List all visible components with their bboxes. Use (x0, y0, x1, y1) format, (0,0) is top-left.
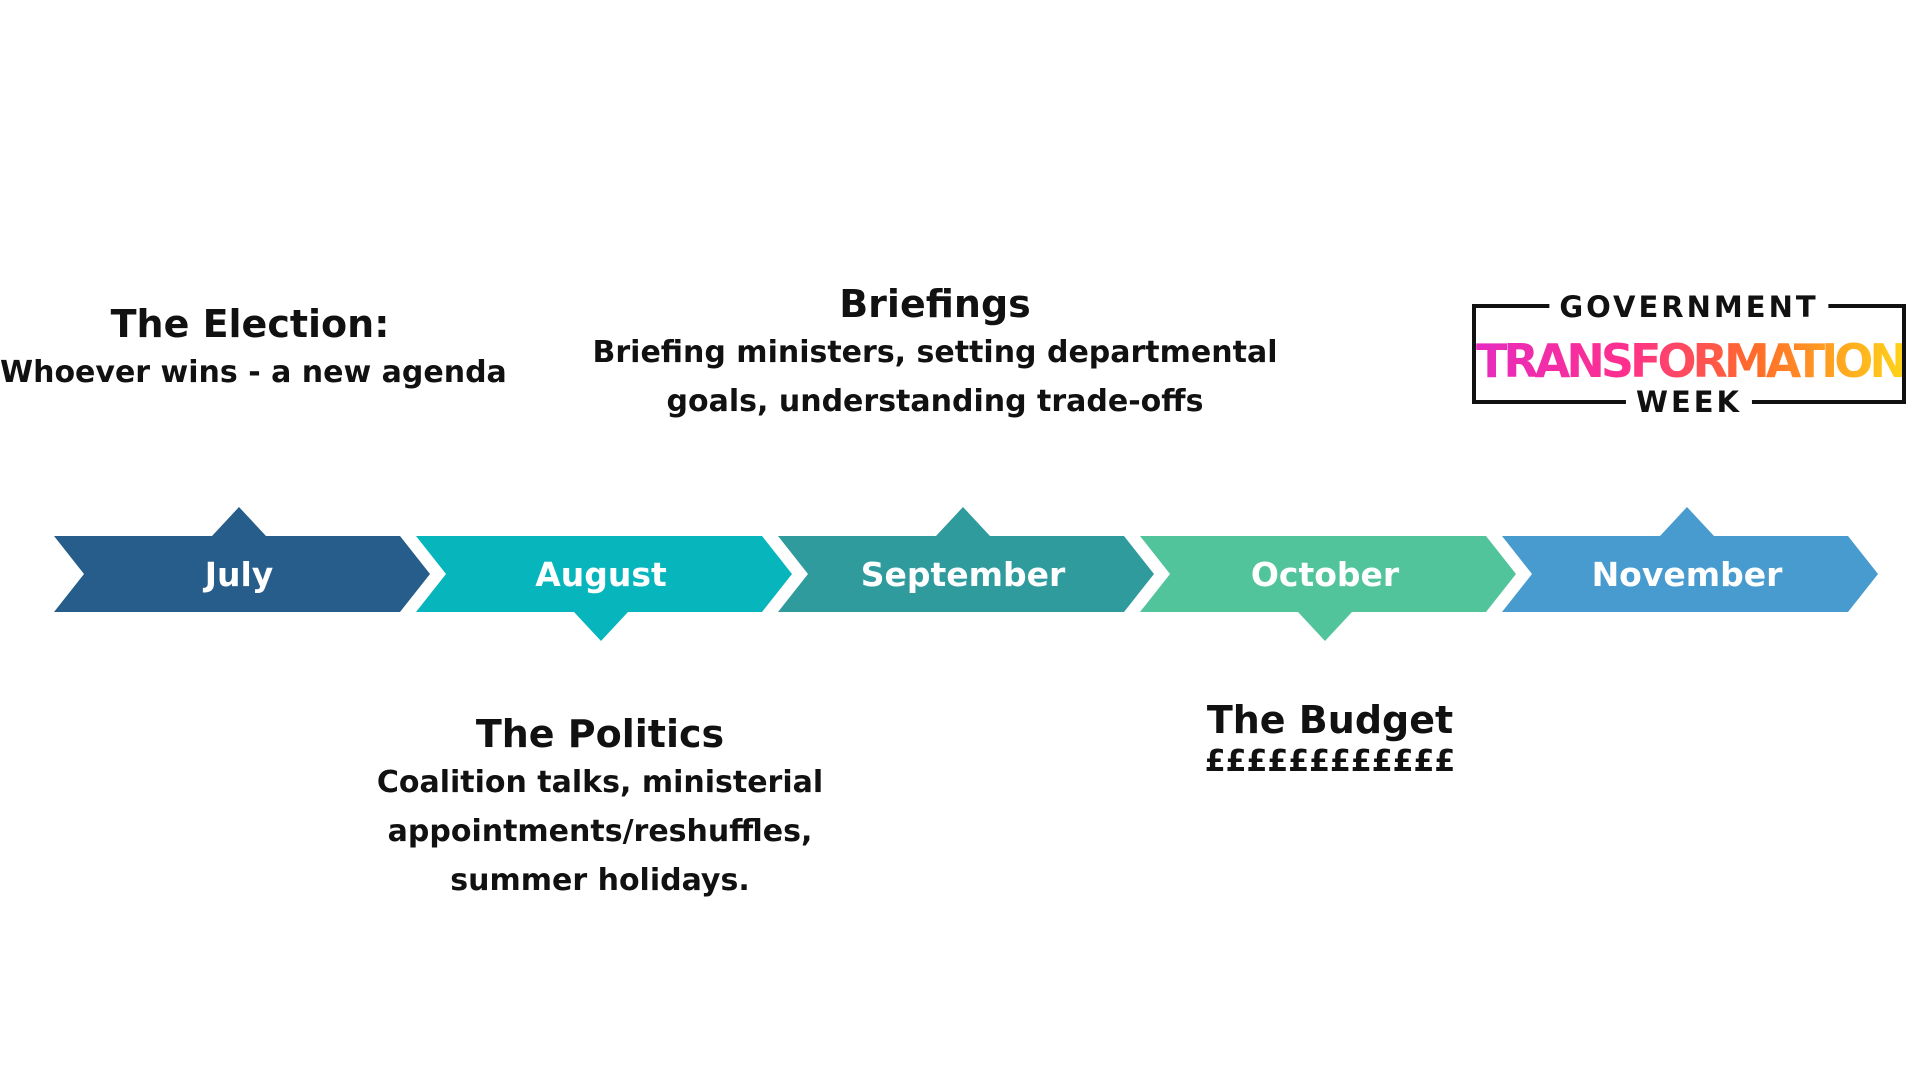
month-arrow-november (1502, 507, 1878, 612)
month-arrow-august (416, 536, 792, 641)
month-label-july: July (203, 555, 274, 594)
annotation-election: The Election: Whoever wins - a new agend… (0, 302, 507, 397)
month-arrow-july (54, 507, 430, 612)
government-transformation-week-logo: GOVERNMENT TRANSFORMATION WEEK (1472, 292, 1908, 417)
month-arrow-september (778, 507, 1154, 612)
annotation-line: Whoever wins - a new agenda (0, 354, 507, 390)
month-label-august: August (535, 555, 667, 594)
annotation-line: ££££££££££££ (1204, 743, 1456, 779)
annotation-line: appointments/reshuffles, (387, 813, 813, 849)
annotation-politics: The Politics Coalition talks, ministeria… (330, 712, 870, 905)
annotation-title: Briefings (839, 282, 1031, 326)
logo-bottom-text: WEEK (1625, 387, 1753, 417)
annotation-line: summer holidays. (450, 862, 750, 898)
month-label-november: November (1592, 555, 1784, 594)
month-label-september: September (861, 555, 1066, 594)
annotation-line: goals, understanding trade-offs (666, 383, 1204, 419)
annotation-line: Briefing ministers, setting departmental (592, 334, 1278, 370)
annotation-title: The Budget (1206, 698, 1454, 742)
annotation-line: Coalition talks, ministerial (376, 764, 824, 800)
month-arrow-october (1140, 536, 1516, 641)
annotation-title: The Politics (475, 712, 725, 756)
logo-middle-text: TRANSFORMATION (1476, 334, 1908, 388)
logo-top-text: GOVERNMENT (1549, 292, 1829, 322)
annotation-briefings: Briefings Briefing ministers, setting de… (585, 282, 1285, 426)
annotation-budget: The Budget ££££££££££££ (1180, 698, 1480, 780)
month-label-october: October (1251, 555, 1400, 594)
annotation-title: The Election: (110, 302, 390, 346)
